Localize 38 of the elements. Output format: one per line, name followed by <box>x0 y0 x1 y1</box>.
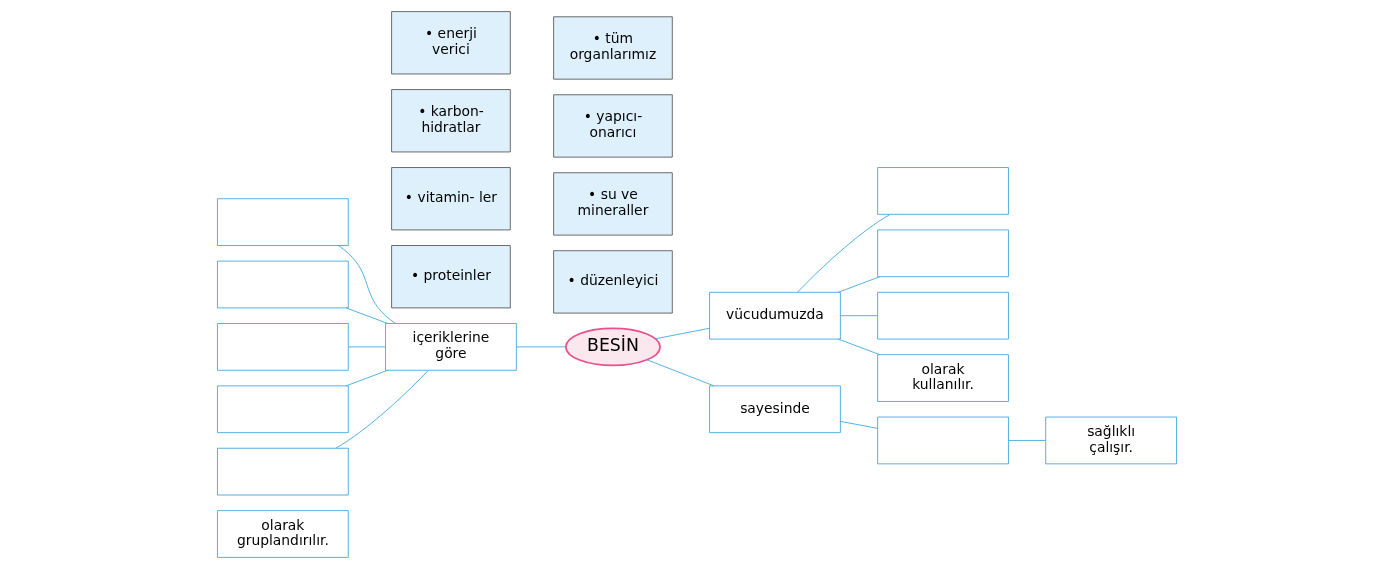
connector <box>337 245 396 324</box>
connector <box>837 276 880 293</box>
connector <box>646 359 714 387</box>
node-box: • tüm organlarımız <box>552 16 673 80</box>
node-box <box>876 167 1009 215</box>
connector <box>796 214 890 293</box>
node-box <box>216 198 349 246</box>
connector <box>345 307 388 324</box>
node-box: • karbon- hidratlar <box>390 89 511 153</box>
node-box <box>216 385 349 434</box>
node-box <box>216 447 349 496</box>
node-box: • su ve mineraller <box>552 172 673 236</box>
node-box <box>216 260 349 309</box>
node-box <box>876 416 1009 465</box>
node-box: sağlıklı çalışır. <box>1044 416 1177 465</box>
connector <box>335 370 429 449</box>
node-box: • enerji verici <box>390 11 511 75</box>
node-box: vücudumuzda <box>708 291 841 340</box>
node-box: sayesinde <box>708 385 841 434</box>
node-box: • düzenleyici <box>552 250 673 314</box>
connector <box>1007 440 1046 441</box>
node-box <box>876 291 1009 340</box>
node-box: • yapıcı- onarıcı <box>552 94 673 158</box>
node-box <box>216 323 349 371</box>
connector <box>839 315 878 317</box>
node-box: olarak gruplandırılır. <box>216 510 349 558</box>
connector <box>839 420 878 429</box>
connector <box>515 346 566 348</box>
connector <box>837 338 880 356</box>
connector <box>654 327 710 340</box>
node-ellipse: BESİN <box>564 327 661 367</box>
node-box <box>876 229 1009 278</box>
connector <box>347 346 386 348</box>
node-box: olarak kullanılır. <box>876 354 1009 402</box>
connector <box>345 369 388 387</box>
node-box: içeriklerine göre <box>384 323 517 371</box>
node-box: • vitamin- ler <box>390 167 511 231</box>
node-box: • proteinler <box>390 245 511 309</box>
